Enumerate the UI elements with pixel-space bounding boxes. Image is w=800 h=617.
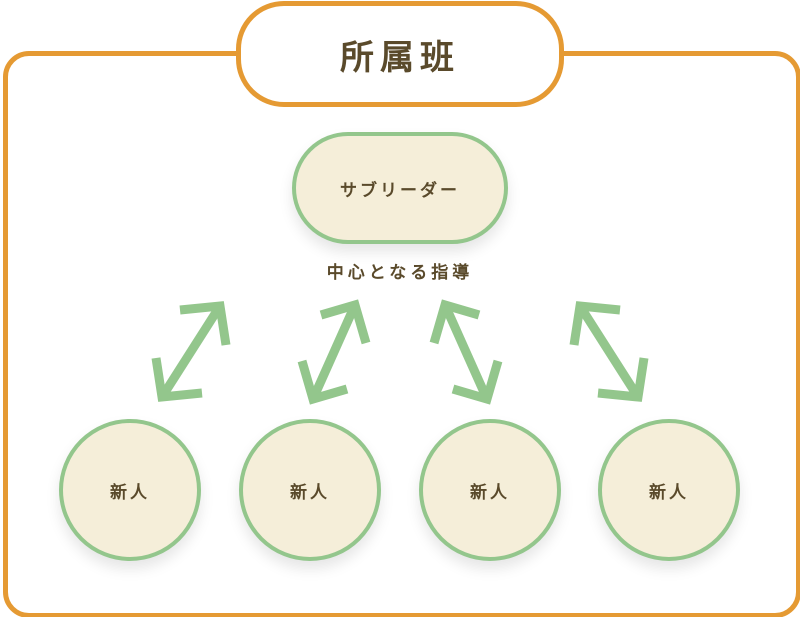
leader-note: 中心となる指導	[326, 263, 474, 283]
title-pill: 所属班	[236, 1, 564, 107]
member-label: 新人	[470, 482, 510, 503]
member-node-4: 新人	[598, 419, 740, 561]
page-title: 所属班	[340, 37, 460, 78]
member-node-3: 新人	[419, 419, 561, 561]
leader-node: サブリーダー	[292, 132, 508, 244]
member-label: 新人	[110, 482, 150, 503]
member-node-1: 新人	[59, 419, 201, 561]
member-label: 新人	[290, 482, 330, 503]
member-node-2: 新人	[239, 419, 381, 561]
member-label: 新人	[649, 482, 689, 503]
leader-label: サブリーダー	[340, 180, 460, 201]
